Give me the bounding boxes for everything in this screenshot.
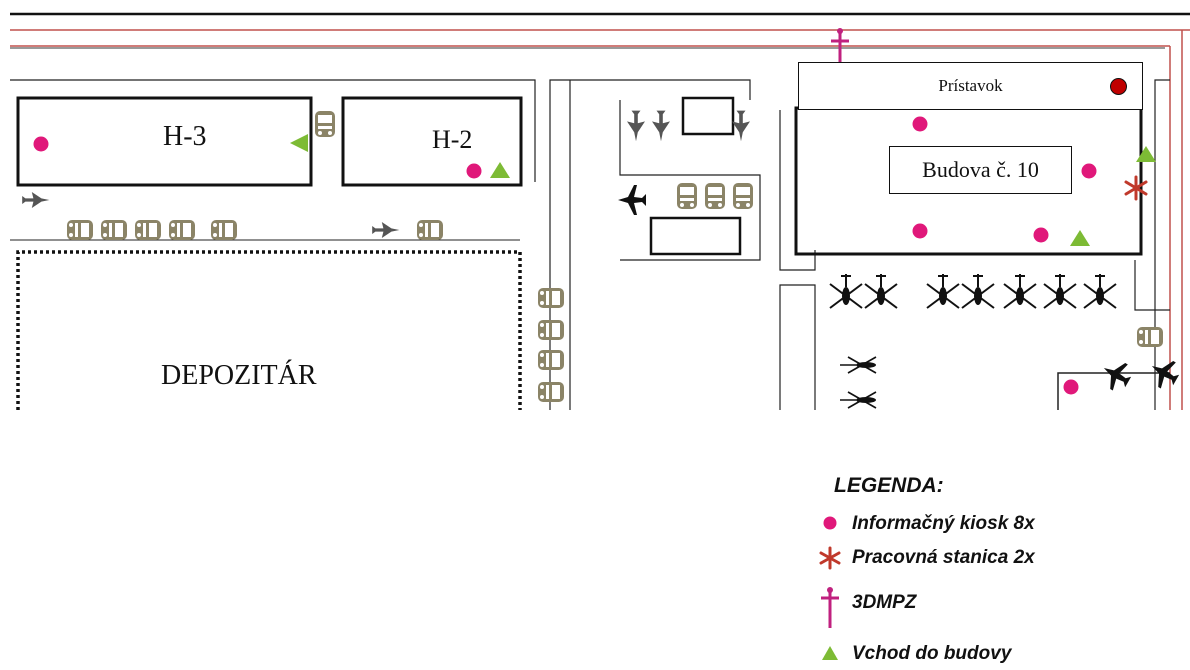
legend: LEGENDA: Informačný kiosk 8x Pracovná st… bbox=[818, 474, 1178, 664]
harbor-box: Prístavok bbox=[798, 62, 1143, 110]
legend-item-label: Pracovná stanica 2x bbox=[852, 547, 1035, 568]
small-building bbox=[649, 216, 742, 256]
road-outline bbox=[549, 79, 751, 410]
legend-item-label: Informačný kiosk 8x bbox=[852, 513, 1035, 534]
bus-icon bbox=[315, 111, 335, 137]
harbor-dot-icon bbox=[1110, 78, 1127, 95]
road-outline bbox=[1134, 260, 1170, 311]
legend-item-dmpz: 3DMPZ bbox=[818, 586, 1178, 630]
helicopter-icon bbox=[839, 356, 877, 374]
helicopter-icon bbox=[926, 273, 960, 309]
bus-icon bbox=[733, 183, 753, 209]
workstation-asterisk-icon bbox=[819, 546, 841, 570]
bus-icon bbox=[538, 288, 564, 308]
bus-icon bbox=[67, 220, 93, 240]
legend-title: LEGENDA: bbox=[834, 474, 944, 497]
entrance-triangle-icon bbox=[290, 134, 308, 152]
kiosk-dot-icon bbox=[33, 136, 49, 152]
helicopter-icon bbox=[864, 273, 898, 309]
building-10-label-box: Budova č. 10 bbox=[889, 146, 1072, 194]
bus-icon bbox=[538, 320, 564, 340]
entrance-triangle-icon bbox=[1070, 230, 1090, 246]
road-outline bbox=[1154, 79, 1170, 410]
helicopter-icon bbox=[1043, 273, 1077, 309]
workstation-asterisk-icon bbox=[1124, 175, 1148, 201]
legend-item-kiosk: Informačný kiosk 8x bbox=[818, 510, 1178, 540]
helicopter-icon bbox=[1083, 273, 1117, 309]
helicopter-icon bbox=[839, 391, 877, 409]
legend-item-label: 3DMPZ bbox=[852, 592, 917, 613]
road-outline bbox=[10, 79, 536, 182]
bus-icon bbox=[169, 220, 195, 240]
kiosk-dot-icon bbox=[1081, 163, 1097, 179]
bus-icon bbox=[538, 350, 564, 370]
jet-icon bbox=[372, 222, 400, 238]
bus-icon bbox=[417, 220, 443, 240]
label-h3: H-3 bbox=[163, 121, 207, 152]
bus-icon bbox=[677, 183, 697, 209]
kiosk-dot-icon bbox=[823, 516, 837, 530]
jet-icon bbox=[627, 110, 645, 142]
bus-icon bbox=[101, 220, 127, 240]
road-outline bbox=[779, 110, 816, 271]
small-building bbox=[681, 96, 735, 136]
jet-icon bbox=[22, 192, 50, 208]
kiosk-dot-icon bbox=[912, 223, 928, 239]
kiosk-dot-icon bbox=[912, 116, 928, 132]
jet-icon bbox=[652, 110, 670, 142]
kiosk-dot-icon bbox=[1033, 227, 1049, 243]
kiosk-dot-icon bbox=[1063, 379, 1079, 395]
helicopter-icon bbox=[961, 273, 995, 309]
label-h2: H-2 bbox=[432, 125, 473, 154]
bus-icon bbox=[538, 382, 564, 402]
aircraft-icon bbox=[1096, 355, 1136, 395]
entrance-triangle-icon bbox=[490, 162, 510, 178]
helicopter-icon bbox=[1003, 273, 1037, 309]
site-map bbox=[10, 12, 1190, 410]
helicopter-icon bbox=[829, 273, 863, 309]
road-outline bbox=[779, 284, 816, 410]
building-h3 bbox=[16, 96, 313, 187]
building-10-label: Budova č. 10 bbox=[922, 157, 1039, 182]
aircraft-icon bbox=[618, 185, 646, 215]
legend-item-entrance: Vchod do budovy bbox=[818, 640, 1178, 670]
building-h2 bbox=[341, 96, 523, 187]
road-outline bbox=[1057, 372, 1170, 410]
kiosk-dot-icon bbox=[466, 163, 482, 179]
label-depot: DEPOZITÁR bbox=[161, 360, 317, 391]
dmpz-marker-icon bbox=[831, 28, 849, 63]
bus-icon bbox=[211, 220, 237, 240]
legend-item-workstation: Pracovná stanica 2x bbox=[818, 544, 1178, 574]
depot-area bbox=[16, 250, 522, 410]
bus-icon bbox=[135, 220, 161, 240]
harbor-label: Prístavok bbox=[938, 76, 1003, 95]
entrance-triangle-icon bbox=[822, 646, 838, 660]
jet-icon bbox=[732, 110, 750, 142]
road-outline bbox=[619, 100, 761, 261]
legend-item-label: Vchod do budovy bbox=[852, 643, 1012, 664]
bus-icon bbox=[1137, 327, 1163, 347]
dmpz-marker-icon bbox=[821, 587, 839, 628]
bus-icon bbox=[705, 183, 725, 209]
entrance-triangle-icon bbox=[1136, 146, 1156, 162]
